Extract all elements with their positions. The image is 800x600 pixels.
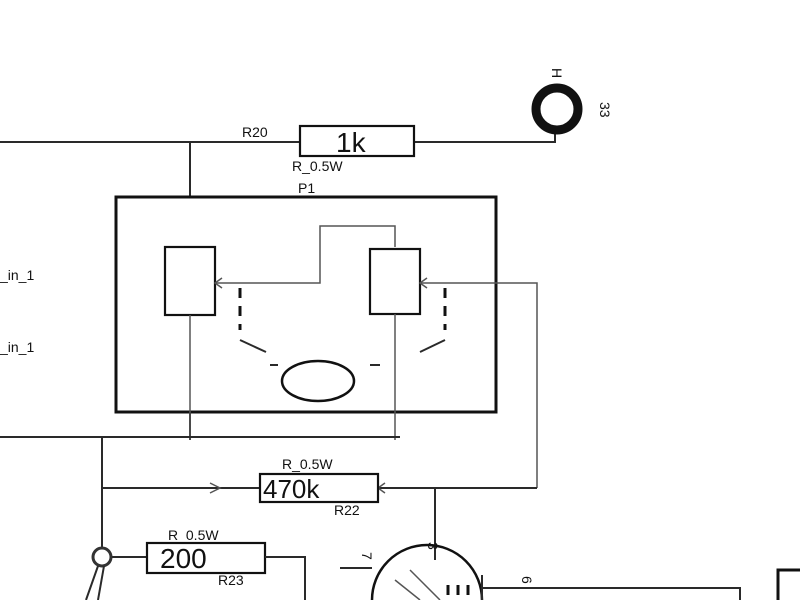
wire-r23-right — [265, 556, 306, 600]
wire-r20-to-jack — [414, 130, 556, 143]
wire-right-bottom — [515, 587, 741, 600]
r23-type-label: R_0.5W — [168, 527, 219, 543]
net-label-bottom: _in_1 — [0, 339, 34, 355]
junction-node — [91, 546, 113, 568]
tube-pin-left-label: 7 — [359, 552, 375, 560]
r22-value-label: 470k — [263, 474, 320, 504]
p1-switch-arm-right — [419, 339, 446, 353]
p1-switch-arm-left — [239, 339, 267, 353]
r20-ref-label: R20 — [242, 124, 268, 140]
jack-side-label: 33 — [597, 102, 613, 118]
tube-pin-top-label: 3 — [425, 542, 441, 550]
r20-type-label: R_0.5W — [292, 158, 343, 174]
r20-resistor — [298, 124, 416, 158]
tube-grid-dots — [446, 585, 470, 600]
r20-value-label: 1k — [336, 127, 367, 158]
wire-r22-arrow — [209, 482, 222, 494]
tube-envelope — [370, 543, 484, 600]
p1-right-wiper — [420, 282, 538, 488]
tube-pin-right-label: 6 — [519, 576, 535, 584]
wire-node-down-2 — [97, 565, 105, 600]
p1-left-wiper — [215, 225, 396, 284]
jack-top-label: H — [549, 68, 565, 78]
net-label-top: _in_1 — [0, 267, 34, 283]
r23-value-label: 200 — [160, 543, 207, 574]
jack-connector — [531, 83, 583, 135]
r23-ref-label: R23 — [218, 572, 244, 588]
r22-resistor — [258, 472, 380, 504]
p1-knob-shaft — [280, 359, 356, 403]
r22-ref-label: R22 — [334, 502, 360, 518]
r22-type-label: R_0.5W — [282, 456, 333, 472]
tube-grid-2 — [409, 569, 441, 600]
p1-right-wiper-arrow — [418, 277, 428, 289]
wire-node-down — [85, 565, 99, 600]
tube-grid — [394, 579, 421, 600]
p1-left-wiper-arrow — [213, 277, 223, 289]
right-edge-component — [776, 568, 800, 600]
p1-ref-label: P1 — [298, 180, 315, 196]
p1-right-track — [368, 247, 422, 316]
p1-left-track — [163, 245, 217, 317]
